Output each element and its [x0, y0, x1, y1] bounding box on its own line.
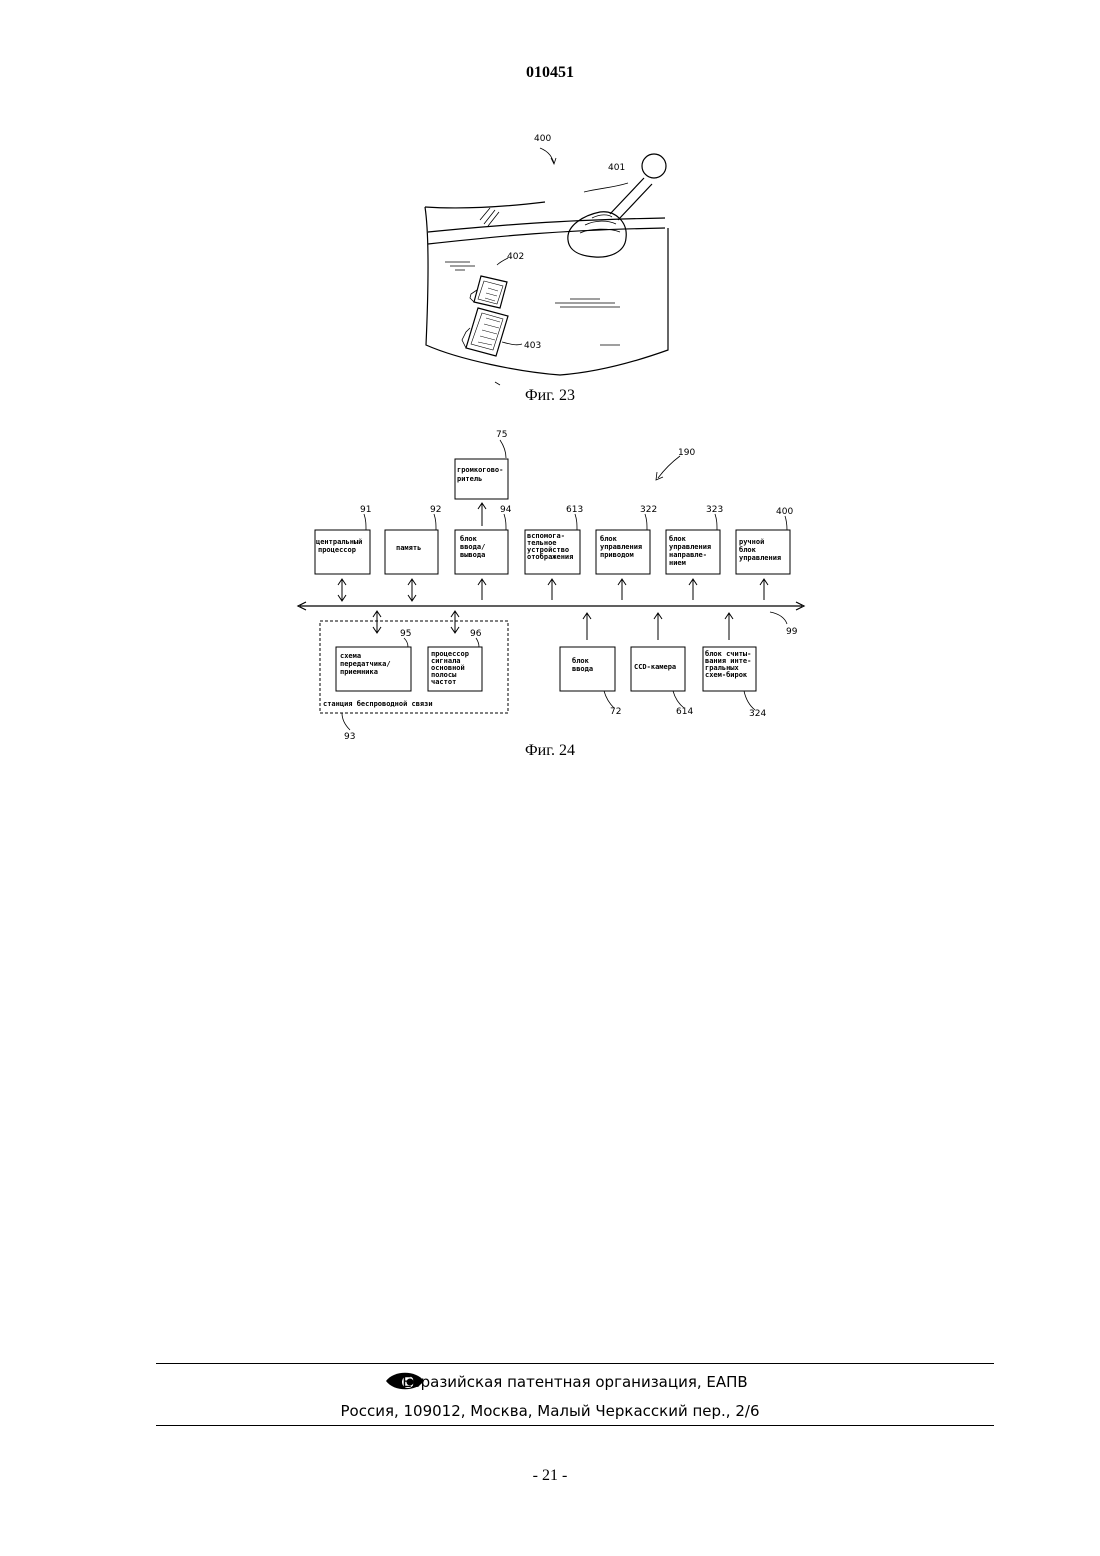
label-401: 401	[608, 163, 625, 173]
panel-outline	[425, 207, 668, 375]
direction-text: блокуправлениянаправле-нием	[669, 535, 711, 567]
footer-org: Евразийская патентная организация, ЕАПВ	[0, 1373, 1100, 1391]
ref-75: 75	[496, 430, 507, 440]
label-403: 403	[524, 341, 541, 351]
ccd-text: CCD-камера	[634, 663, 676, 671]
label-400: 400	[534, 134, 551, 144]
joystick-stick	[610, 178, 652, 220]
ref-324: 324	[749, 709, 766, 719]
station-text: станция беспроводной связи	[323, 700, 433, 708]
ref-92: 92	[430, 505, 441, 515]
footer-rule-bottom	[156, 1425, 994, 1426]
figure-24-caption: Фиг. 24	[0, 742, 1100, 760]
ref-613: 613	[566, 505, 583, 515]
baseband-text: процессорсигналаосновнойполосычастот	[431, 650, 469, 686]
page-number: - 21 -	[0, 1467, 1100, 1485]
drive-text: блокуправленияприводом	[600, 535, 642, 559]
ref-95: 95	[400, 629, 411, 639]
figure-23-caption: Фиг. 23	[0, 387, 1100, 405]
input-text: блокввода	[572, 657, 593, 673]
io-text: блокввода/вывода	[460, 535, 485, 559]
ref-96: 96	[470, 629, 482, 639]
cpu-text: центральныйпроцессор	[316, 538, 362, 554]
box-memory	[385, 530, 438, 574]
panel-top-edge	[425, 202, 545, 208]
memory-text: память	[396, 544, 421, 552]
ref-614: 614	[676, 707, 693, 717]
ref-400: 400	[776, 507, 793, 517]
ref-322: 322	[640, 505, 657, 515]
aux-display-text: вспомога-тельноеустройствоотображения	[527, 532, 573, 561]
ref-93: 93	[344, 732, 355, 742]
footer-rule-top	[156, 1363, 994, 1364]
ref-72: 72	[610, 707, 621, 717]
joystick-knob	[642, 154, 666, 178]
ref-91: 91	[360, 505, 371, 515]
joystick-boot	[568, 212, 626, 257]
ref-99: 99	[786, 627, 798, 637]
footer-address: Россия, 109012, Москва, Малый Черкасский…	[0, 1402, 1100, 1420]
ref-190: 190	[678, 448, 695, 458]
transceiver-text: схемапередатчика/приемника	[340, 652, 391, 676]
ref-94: 94	[500, 505, 512, 515]
pedal-402	[474, 276, 507, 308]
dash-edge-lower	[428, 228, 665, 244]
dash-edge-upper	[428, 218, 665, 232]
pedal-403	[466, 308, 508, 356]
ref-323: 323	[706, 505, 723, 515]
speaker-text: громкогово-ритель	[457, 466, 503, 483]
reader-text: блок считы-вания инте-гральныхсхем-бирок	[705, 650, 751, 679]
label-402: 402	[507, 252, 524, 262]
manual-text: ручнойблокуправления	[739, 538, 781, 562]
